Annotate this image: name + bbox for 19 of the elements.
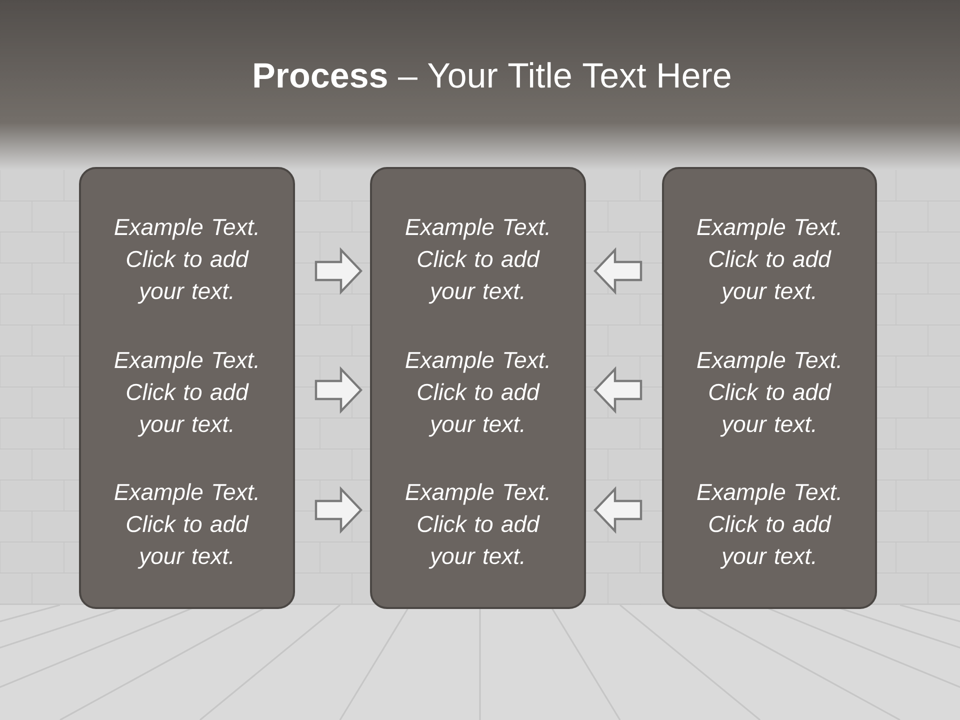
block-arrow xyxy=(314,486,363,534)
block-arrow xyxy=(594,486,642,534)
slide-title: Process – Your Title Text Here xyxy=(254,62,730,88)
process-box xyxy=(662,167,878,609)
block-arrow xyxy=(594,247,642,295)
box-text: Example Text. Click to add your text. xyxy=(697,483,840,569)
process-box xyxy=(370,167,586,609)
box-text: Example Text. Click to add your text. xyxy=(406,218,548,304)
box-text: Example Text. Click to add your text. xyxy=(114,483,258,569)
block-arrow xyxy=(314,366,363,414)
box-text: Example Text. Click to add your text. xyxy=(697,351,840,437)
process-box xyxy=(79,167,295,609)
box-text: Example Text. Click to add your text. xyxy=(114,218,258,304)
box-text: Example Text. Click to add your text. xyxy=(406,351,548,437)
block-arrow xyxy=(314,247,363,295)
box-text: Example Text. Click to add your text. xyxy=(406,483,548,569)
box-text: Example Text. Click to add your text. xyxy=(114,351,258,437)
block-arrow xyxy=(594,366,642,414)
box-text: Example Text. Click to add your text. xyxy=(697,218,840,304)
